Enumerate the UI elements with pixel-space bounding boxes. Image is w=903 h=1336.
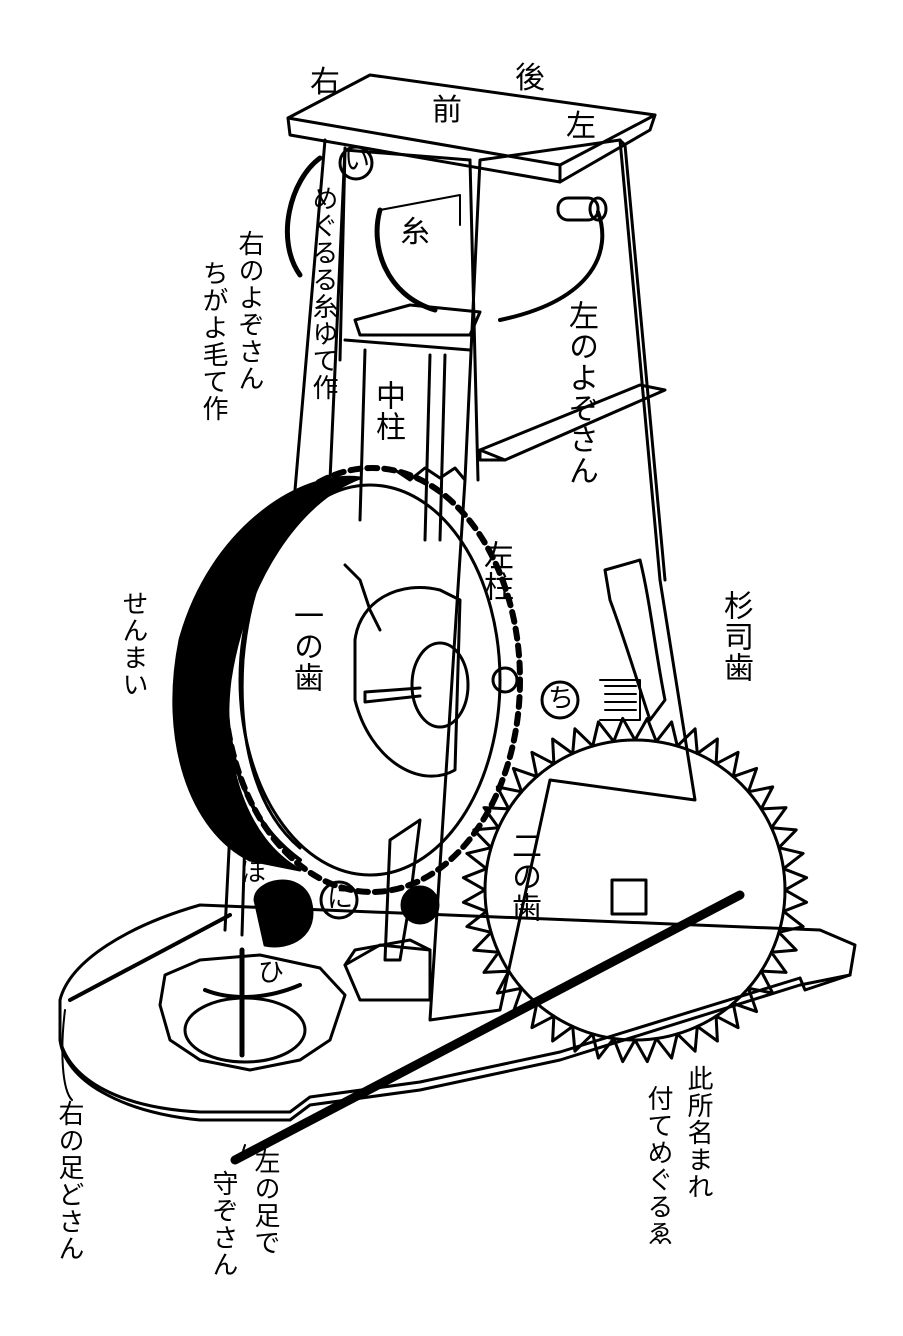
label-hidari-top: 左 [566, 109, 596, 144]
circle-mark-i [338, 145, 374, 181]
left-wire-loop [498, 210, 605, 322]
pawl-block [343, 943, 432, 1002]
spring-rod [230, 890, 745, 1165]
pointer-right-foot [61, 1009, 73, 1101]
label-hidari-nobosan: 左のよぞさん [563, 300, 598, 486]
second-gear-square-hole [610, 878, 648, 916]
label-mae: 前 [432, 93, 462, 128]
label-note-right-1: 此所名まれ [683, 1065, 713, 1200]
crossbar-edge [478, 448, 507, 462]
first-gear-axle [363, 686, 422, 704]
string-top [379, 194, 461, 226]
label-ni-no-ha: 二の歯 [506, 830, 541, 923]
label-shiba-ha: 杉司歯 [718, 590, 753, 683]
base-board-right-end [798, 973, 852, 992]
first-gear-hub [410, 641, 470, 729]
label-chi-mark: ち [548, 684, 575, 714]
label-ushiro: 後 [515, 61, 545, 96]
label-ho-mark: ほ [240, 858, 267, 888]
right-main-plate [428, 138, 697, 1022]
first-gear [238, 483, 502, 877]
small-wheel [253, 879, 314, 948]
label-note-right-2: 付てめぐるゑ [643, 1085, 673, 1247]
label-migi-ashi: 右の足どさん [54, 1100, 84, 1262]
pawl-block-top [343, 938, 432, 967]
middle-pillar-2 [423, 353, 432, 542]
label-hidari-ashi: 左の足で [250, 1148, 280, 1256]
circle-mark-ni [319, 880, 359, 920]
first-gear-notch [343, 563, 382, 632]
base-cutout [158, 953, 347, 1072]
label-hidari-hashira: 左柱 [478, 540, 513, 602]
drum-rim [172, 475, 362, 872]
label-ito: 糸 [400, 215, 430, 250]
first-gear-teeth-top [393, 466, 467, 482]
plate-hole [491, 666, 519, 694]
inner-wire [374, 207, 438, 313]
middle-pillar [358, 348, 367, 522]
small-wheel-2 [400, 885, 440, 925]
label-migi-nobosan: 右のよぞさん [234, 230, 264, 392]
escapement-comb [599, 679, 641, 721]
label-sentama: せんまい [118, 590, 148, 698]
label-nakabashira: 中柱 [370, 380, 405, 442]
spring-rod-thin [68, 913, 232, 1002]
crossbar [478, 383, 667, 462]
escapement-comb-lines [604, 685, 637, 711]
fan-vane [203, 983, 302, 999]
right-plate-edge [618, 138, 667, 582]
circle-mark-chi [540, 680, 580, 720]
first-gear-teeth-ring [221, 465, 523, 895]
label-migi-top: 右 [310, 65, 340, 100]
roller-peg [556, 196, 600, 222]
inner-frame-left [338, 148, 347, 362]
base-board [58, 903, 857, 1122]
right-wire-loop [284, 155, 323, 278]
top-board-edge [286, 116, 562, 184]
inner-shelf-lower [343, 338, 472, 352]
label-hi-mark: ひ [258, 958, 285, 988]
inner-shelf [353, 303, 482, 337]
fan-well [183, 996, 307, 1064]
label-i-mark: い [344, 146, 371, 176]
label-hidari-ashi-2: 守ぞさん [208, 1170, 238, 1278]
base-board-edge [58, 976, 802, 1114]
roller-peg-end [588, 196, 608, 222]
first-gear-hub-disc [353, 585, 462, 778]
second-gear-teeth [461, 716, 809, 1064]
back-left-post [293, 138, 327, 492]
escapement-arm [603, 558, 667, 722]
label-chigaimonote: ちがよ毛て作 [198, 260, 228, 422]
verge-blade [383, 818, 422, 962]
middle-pillar-3 [438, 353, 447, 542]
top-board-edge-right [558, 113, 657, 184]
label-ichi-no-ha: 一の歯 [288, 600, 323, 693]
pointer-left-foot [239, 1144, 246, 1161]
label-meguru-note: めぐるる糸ゆて作 [308, 185, 338, 401]
label-ni-mark: に [327, 884, 354, 914]
drum-band-2 [240, 488, 332, 850]
